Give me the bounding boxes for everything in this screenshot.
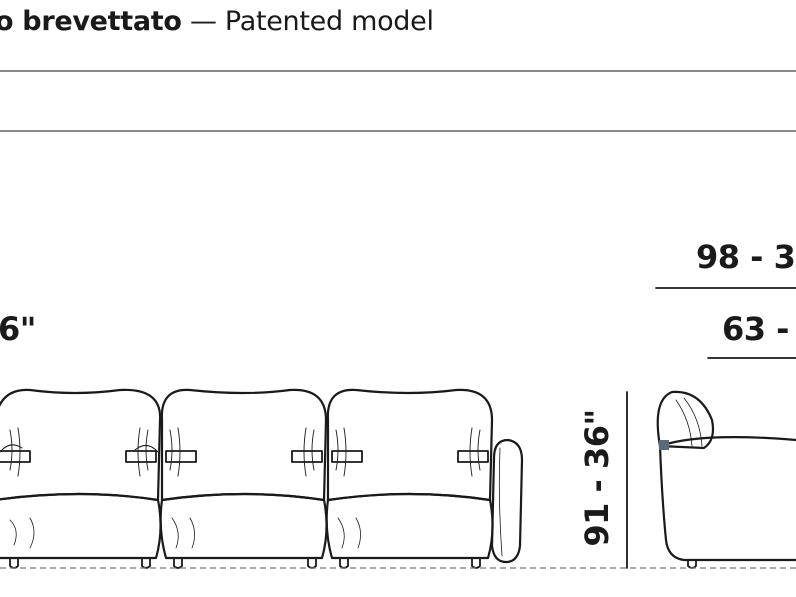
seat-depth-label: 63 - bbox=[722, 310, 789, 348]
header-title-bold: lo brevettato bbox=[0, 6, 182, 37]
height-label: 91 - 36" bbox=[578, 409, 616, 547]
sofa-module-1 bbox=[0, 388, 162, 560]
width-label-fragment: 6" bbox=[0, 310, 36, 348]
header-rule-top bbox=[0, 70, 796, 72]
sofa-module-3 bbox=[325, 388, 494, 560]
header-rule-bottom bbox=[0, 130, 796, 132]
sofa-legs bbox=[9, 557, 481, 569]
side-view-strap-detail bbox=[659, 440, 669, 450]
page-header: lo brevettato — Patented model bbox=[0, 6, 434, 37]
sofa-side-view bbox=[656, 390, 796, 569]
sofa-module-2 bbox=[159, 388, 328, 560]
header-title-rest: — Patented model bbox=[181, 6, 434, 37]
sofa-armrest bbox=[490, 438, 524, 564]
overall-depth-label: 98 - 39 bbox=[696, 238, 796, 276]
